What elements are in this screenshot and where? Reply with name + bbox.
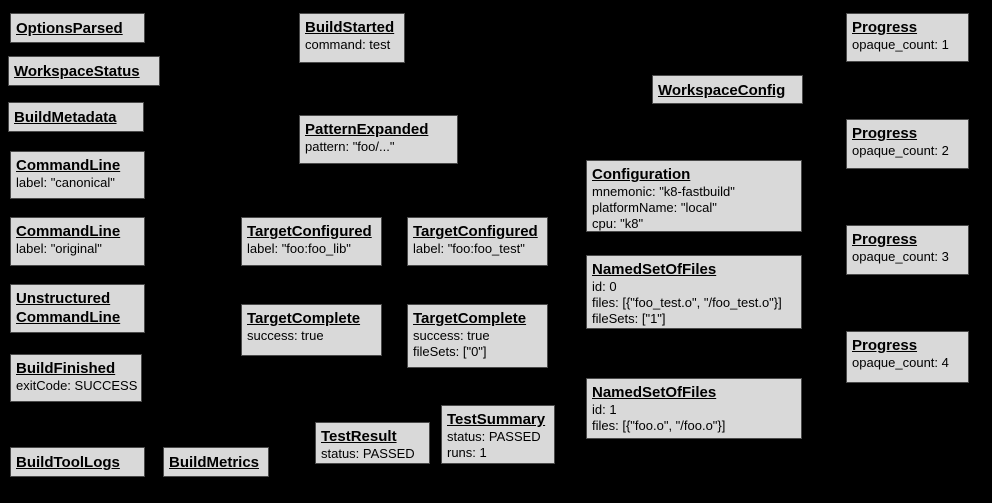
event-box-title: NamedSetOfFiles (592, 384, 717, 401)
event-box-title: TargetComplete (247, 310, 361, 327)
event-box-field: cpu: "k8" (592, 216, 644, 231)
event-box-title: WorkspaceStatus (14, 63, 140, 80)
event-box-configuration: Configuration mnemonic: "k8-fastbuild" p… (586, 160, 802, 232)
event-box-target-complete-foo-test: TargetComplete success: true fileSets: [… (407, 304, 548, 368)
event-box-build-metadata: BuildMetadata (8, 102, 144, 132)
event-box-test-result: TestResult status: PASSED (315, 422, 430, 464)
event-box-field: runs: 1 (447, 445, 487, 460)
event-box-title: Progress (852, 231, 918, 248)
event-box-title: Progress (852, 125, 918, 142)
event-box-field: id: 1 (592, 402, 617, 417)
event-box-progress-4: Progress opaque_count: 4 (846, 331, 969, 383)
event-box-build-started: BuildStarted command: test (299, 13, 405, 63)
event-box-field: label: "foo:foo_lib" (247, 241, 351, 256)
event-box-title: Configuration (592, 166, 691, 183)
event-box-build-metrics: BuildMetrics (163, 447, 269, 477)
event-box-field: files: [{"foo_test.o", "/foo_test.o"}] (592, 295, 782, 310)
event-box-command-line-canonical: CommandLine label: "canonical" (10, 151, 145, 199)
event-box-build-tool-logs: BuildToolLogs (10, 447, 145, 477)
event-box-title: TestSummary (447, 411, 546, 428)
event-box-options-parsed: OptionsParsed (10, 13, 145, 43)
event-box-field: id: 0 (592, 279, 617, 294)
event-box-title: TestResult (321, 428, 397, 445)
event-box-field: label: "canonical" (16, 175, 115, 190)
event-box-title: Progress (852, 337, 918, 354)
event-box-title: CommandLine (16, 157, 121, 174)
event-box-field: success: true (413, 328, 490, 343)
event-box-target-configured-foo-test: TargetConfigured label: "foo:foo_test" (407, 217, 548, 266)
event-box-progress-1: Progress opaque_count: 1 (846, 13, 969, 62)
event-box-field: pattern: "foo/..." (305, 139, 395, 154)
event-box-title: TargetConfigured (247, 223, 372, 240)
event-box-build-finished: BuildFinished exitCode: SUCCESS (10, 354, 142, 402)
event-box-unstructured-command-line: Unstructured CommandLine (10, 284, 145, 333)
event-box-field: platformName: "local" (592, 200, 717, 215)
event-box-workspace-status: WorkspaceStatus (8, 56, 160, 86)
event-box-named-set-of-files-1: NamedSetOfFiles id: 1 files: [{"foo.o", … (586, 378, 802, 439)
event-box-title: BuildMetrics (169, 454, 260, 471)
event-box-field: label: "foo:foo_test" (413, 241, 525, 256)
event-box-field: opaque_count: 4 (852, 355, 949, 370)
event-box-workspace-config: WorkspaceConfig (652, 75, 803, 104)
event-box-field: success: true (247, 328, 324, 343)
event-box-field: files: [{"foo.o", "/foo.o"}] (592, 418, 726, 433)
event-box-command-line-original: CommandLine label: "original" (10, 217, 145, 266)
event-box-title: BuildFinished (16, 360, 116, 377)
event-box-title: BuildStarted (305, 19, 395, 36)
event-box-title: WorkspaceConfig (658, 81, 786, 99)
event-box-field: status: PASSED (447, 429, 541, 444)
event-box-title: BuildToolLogs (16, 454, 120, 471)
event-box-target-complete-foo-lib: TargetComplete success: true (241, 304, 382, 356)
event-box-field: label: "original" (16, 241, 102, 256)
event-box-title: Unstructured CommandLine (16, 290, 121, 326)
event-box-field: opaque_count: 2 (852, 143, 949, 158)
event-box-field: status: PASSED (321, 446, 415, 461)
event-box-title: TargetComplete (413, 310, 527, 327)
event-box-test-summary: TestSummary status: PASSED runs: 1 (441, 405, 555, 464)
event-box-progress-3: Progress opaque_count: 3 (846, 225, 969, 275)
event-box-field: exitCode: SUCCESS (16, 378, 138, 393)
event-box-title: OptionsParsed (16, 20, 123, 37)
event-box-field: opaque_count: 3 (852, 249, 949, 264)
event-box-field: fileSets: ["1"] (592, 311, 666, 326)
event-box-title: Progress (852, 19, 918, 36)
event-box-title: CommandLine (16, 223, 121, 240)
event-box-target-configured-foo-lib: TargetConfigured label: "foo:foo_lib" (241, 217, 382, 266)
event-box-title: NamedSetOfFiles (592, 261, 717, 278)
event-box-field: opaque_count: 1 (852, 37, 949, 52)
event-box-title: PatternExpanded (305, 121, 429, 138)
event-box-field: mnemonic: "k8-fastbuild" (592, 184, 735, 199)
event-box-named-set-of-files-0: NamedSetOfFiles id: 0 files: [{"foo_test… (586, 255, 802, 329)
event-box-pattern-expanded: PatternExpanded pattern: "foo/..." (299, 115, 458, 164)
event-box-title: TargetConfigured (413, 223, 538, 240)
event-box-title: BuildMetadata (14, 109, 117, 126)
event-box-field: command: test (305, 37, 391, 52)
event-box-progress-2: Progress opaque_count: 2 (846, 119, 969, 169)
event-box-field: fileSets: ["0"] (413, 344, 487, 359)
